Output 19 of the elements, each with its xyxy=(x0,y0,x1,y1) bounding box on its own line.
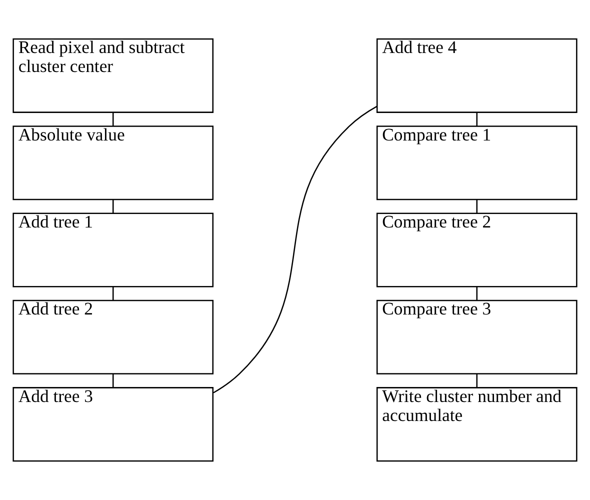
node-box: Read pixel and subtract cluster center xyxy=(12,38,214,113)
node-box: Compare tree 1 xyxy=(376,126,578,200)
connector xyxy=(476,112,478,126)
connector xyxy=(112,200,114,214)
node-box: Add tree 2 xyxy=(12,300,214,374)
node-box: Compare tree 3 xyxy=(376,300,578,374)
node-box: Add tree 1 xyxy=(12,212,214,288)
node-box: Add tree 4 xyxy=(376,38,578,113)
connector xyxy=(112,374,114,388)
connector xyxy=(112,112,114,126)
node-box: Add tree 3 xyxy=(12,387,214,462)
connector xyxy=(476,374,478,388)
node-box: Absolute value xyxy=(12,126,214,200)
node-box: Compare tree 2 xyxy=(376,212,578,288)
connector xyxy=(112,286,114,300)
connector xyxy=(476,200,478,214)
node-box: Write cluster number and accumulate xyxy=(376,387,578,462)
connector xyxy=(476,286,478,300)
connector xyxy=(213,106,378,394)
